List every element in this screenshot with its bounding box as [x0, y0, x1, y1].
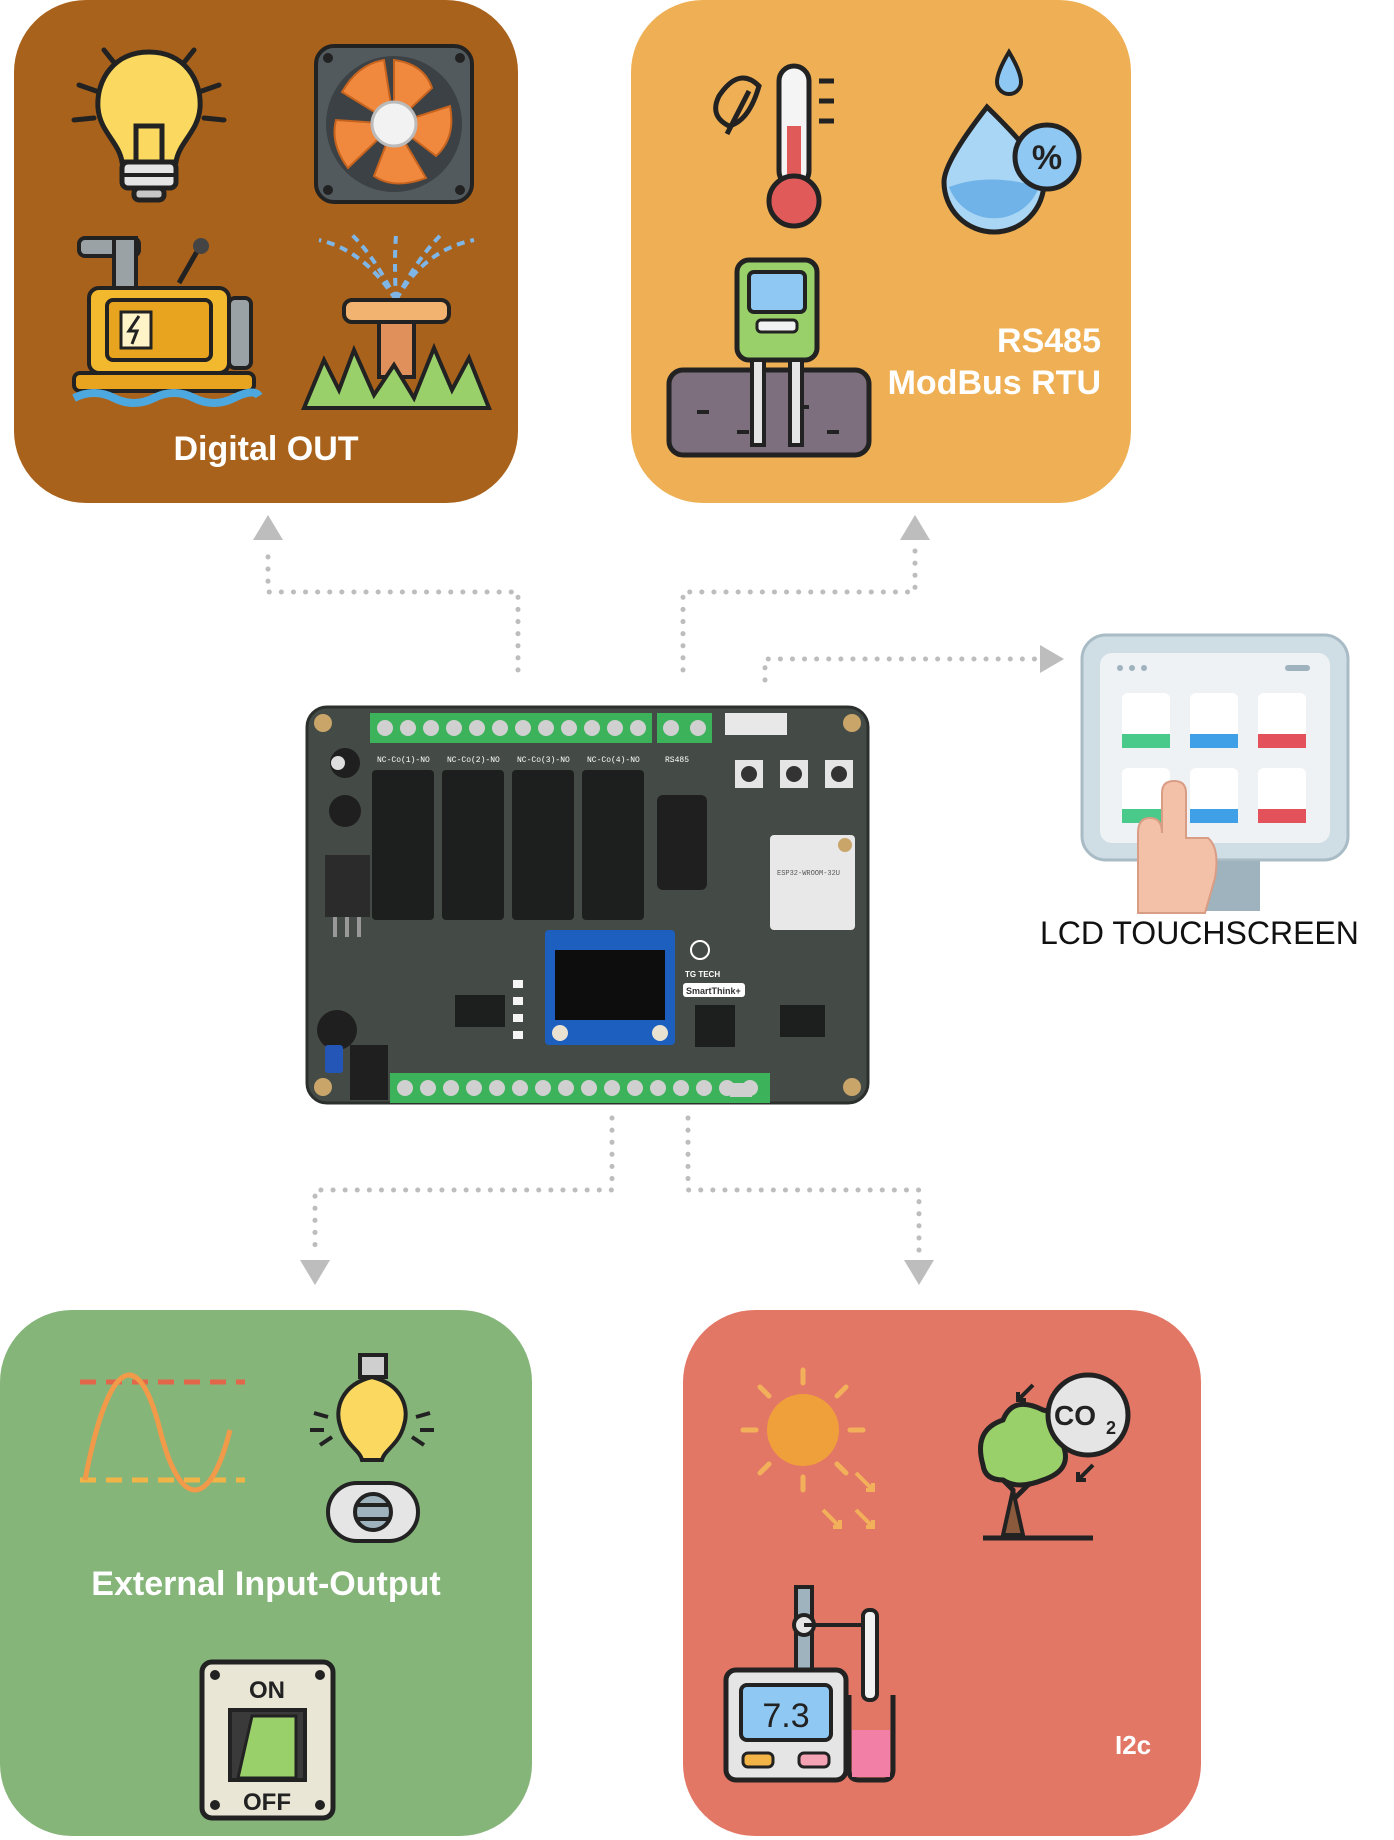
- svg-text:CO: CO: [1054, 1400, 1096, 1431]
- svg-text:7.3: 7.3: [762, 1697, 809, 1735]
- controller-board: NC-Co(1)-NO NC-Co(2)-NO NC-Co(3)-NO NC-C…: [305, 705, 870, 1105]
- external-io-panel: External Input-Output ON OFF: [0, 1310, 532, 1836]
- touchscreen-icon: [1080, 633, 1350, 914]
- on-off-switch-icon: ON OFF: [199, 1659, 336, 1821]
- touchscreen-label: LCD TOUCHSCREEN: [1040, 915, 1359, 951]
- fan-icon: [314, 44, 474, 204]
- rs485-label-line2: ModBus RTU: [887, 364, 1101, 402]
- bulb-plug-icon: [310, 1353, 434, 1543]
- sprinkler-icon: [301, 230, 492, 410]
- link-to-external-io: [312, 1115, 615, 1258]
- link-to-rs485: [680, 545, 918, 673]
- external-io-label: External Input-Output: [91, 1565, 441, 1603]
- rs485-panel: % RS485 ModBus RTU: [631, 0, 1131, 503]
- link-to-touchscreen: [762, 656, 1043, 683]
- svg-text:2: 2: [1106, 1418, 1116, 1438]
- humidity-icon: %: [941, 48, 1082, 235]
- arrow-down-external: [300, 1260, 330, 1285]
- soil-sensor-icon: [666, 257, 872, 458]
- svg-text:NC-Co(1)-NO: NC-Co(1)-NO: [377, 756, 430, 765]
- svg-text:%: %: [1032, 139, 1062, 177]
- i2c-label: I2c: [1115, 1730, 1152, 1760]
- digital-out-panel: Digital OUT: [14, 0, 518, 503]
- arrow-down-i2c: [904, 1260, 934, 1285]
- arrow-up-rs485: [900, 515, 930, 540]
- ph-meter-icon: 7.3: [723, 1585, 896, 1783]
- light-bulb-icon: [71, 47, 227, 203]
- svg-text:TG TECH: TG TECH: [685, 970, 720, 979]
- svg-text:RS485: RS485: [665, 756, 689, 765]
- svg-text:NC-Co(2)-NO: NC-Co(2)-NO: [447, 756, 500, 765]
- svg-text:OFF: OFF: [243, 1789, 291, 1816]
- sunlight-icon: [740, 1367, 875, 1529]
- link-to-digital-out: [265, 545, 521, 673]
- digital-out-label: Digital OUT: [173, 430, 359, 468]
- co2-tree-icon: CO 2: [978, 1372, 1131, 1541]
- svg-text:NC-Co(3)-NO: NC-Co(3)-NO: [517, 756, 570, 765]
- i2c-panel: CO 2 7.3 I2c: [683, 1310, 1201, 1836]
- rs485-label-line1: RS485: [997, 322, 1101, 360]
- signal-wave-icon: [80, 1372, 245, 1493]
- arrow-up-digital: [253, 515, 283, 540]
- temperature-icon: [713, 63, 834, 229]
- svg-text:ON: ON: [249, 1677, 285, 1704]
- link-to-i2c: [685, 1115, 922, 1258]
- generator-icon: [72, 236, 263, 407]
- arrow-right-touchscreen: [1040, 645, 1064, 673]
- svg-text:ESP32-WROOM-32U: ESP32-WROOM-32U: [777, 870, 840, 878]
- svg-text:SmartThink+: SmartThink+: [686, 986, 741, 996]
- svg-text:NC-Co(4)-NO: NC-Co(4)-NO: [587, 756, 640, 765]
